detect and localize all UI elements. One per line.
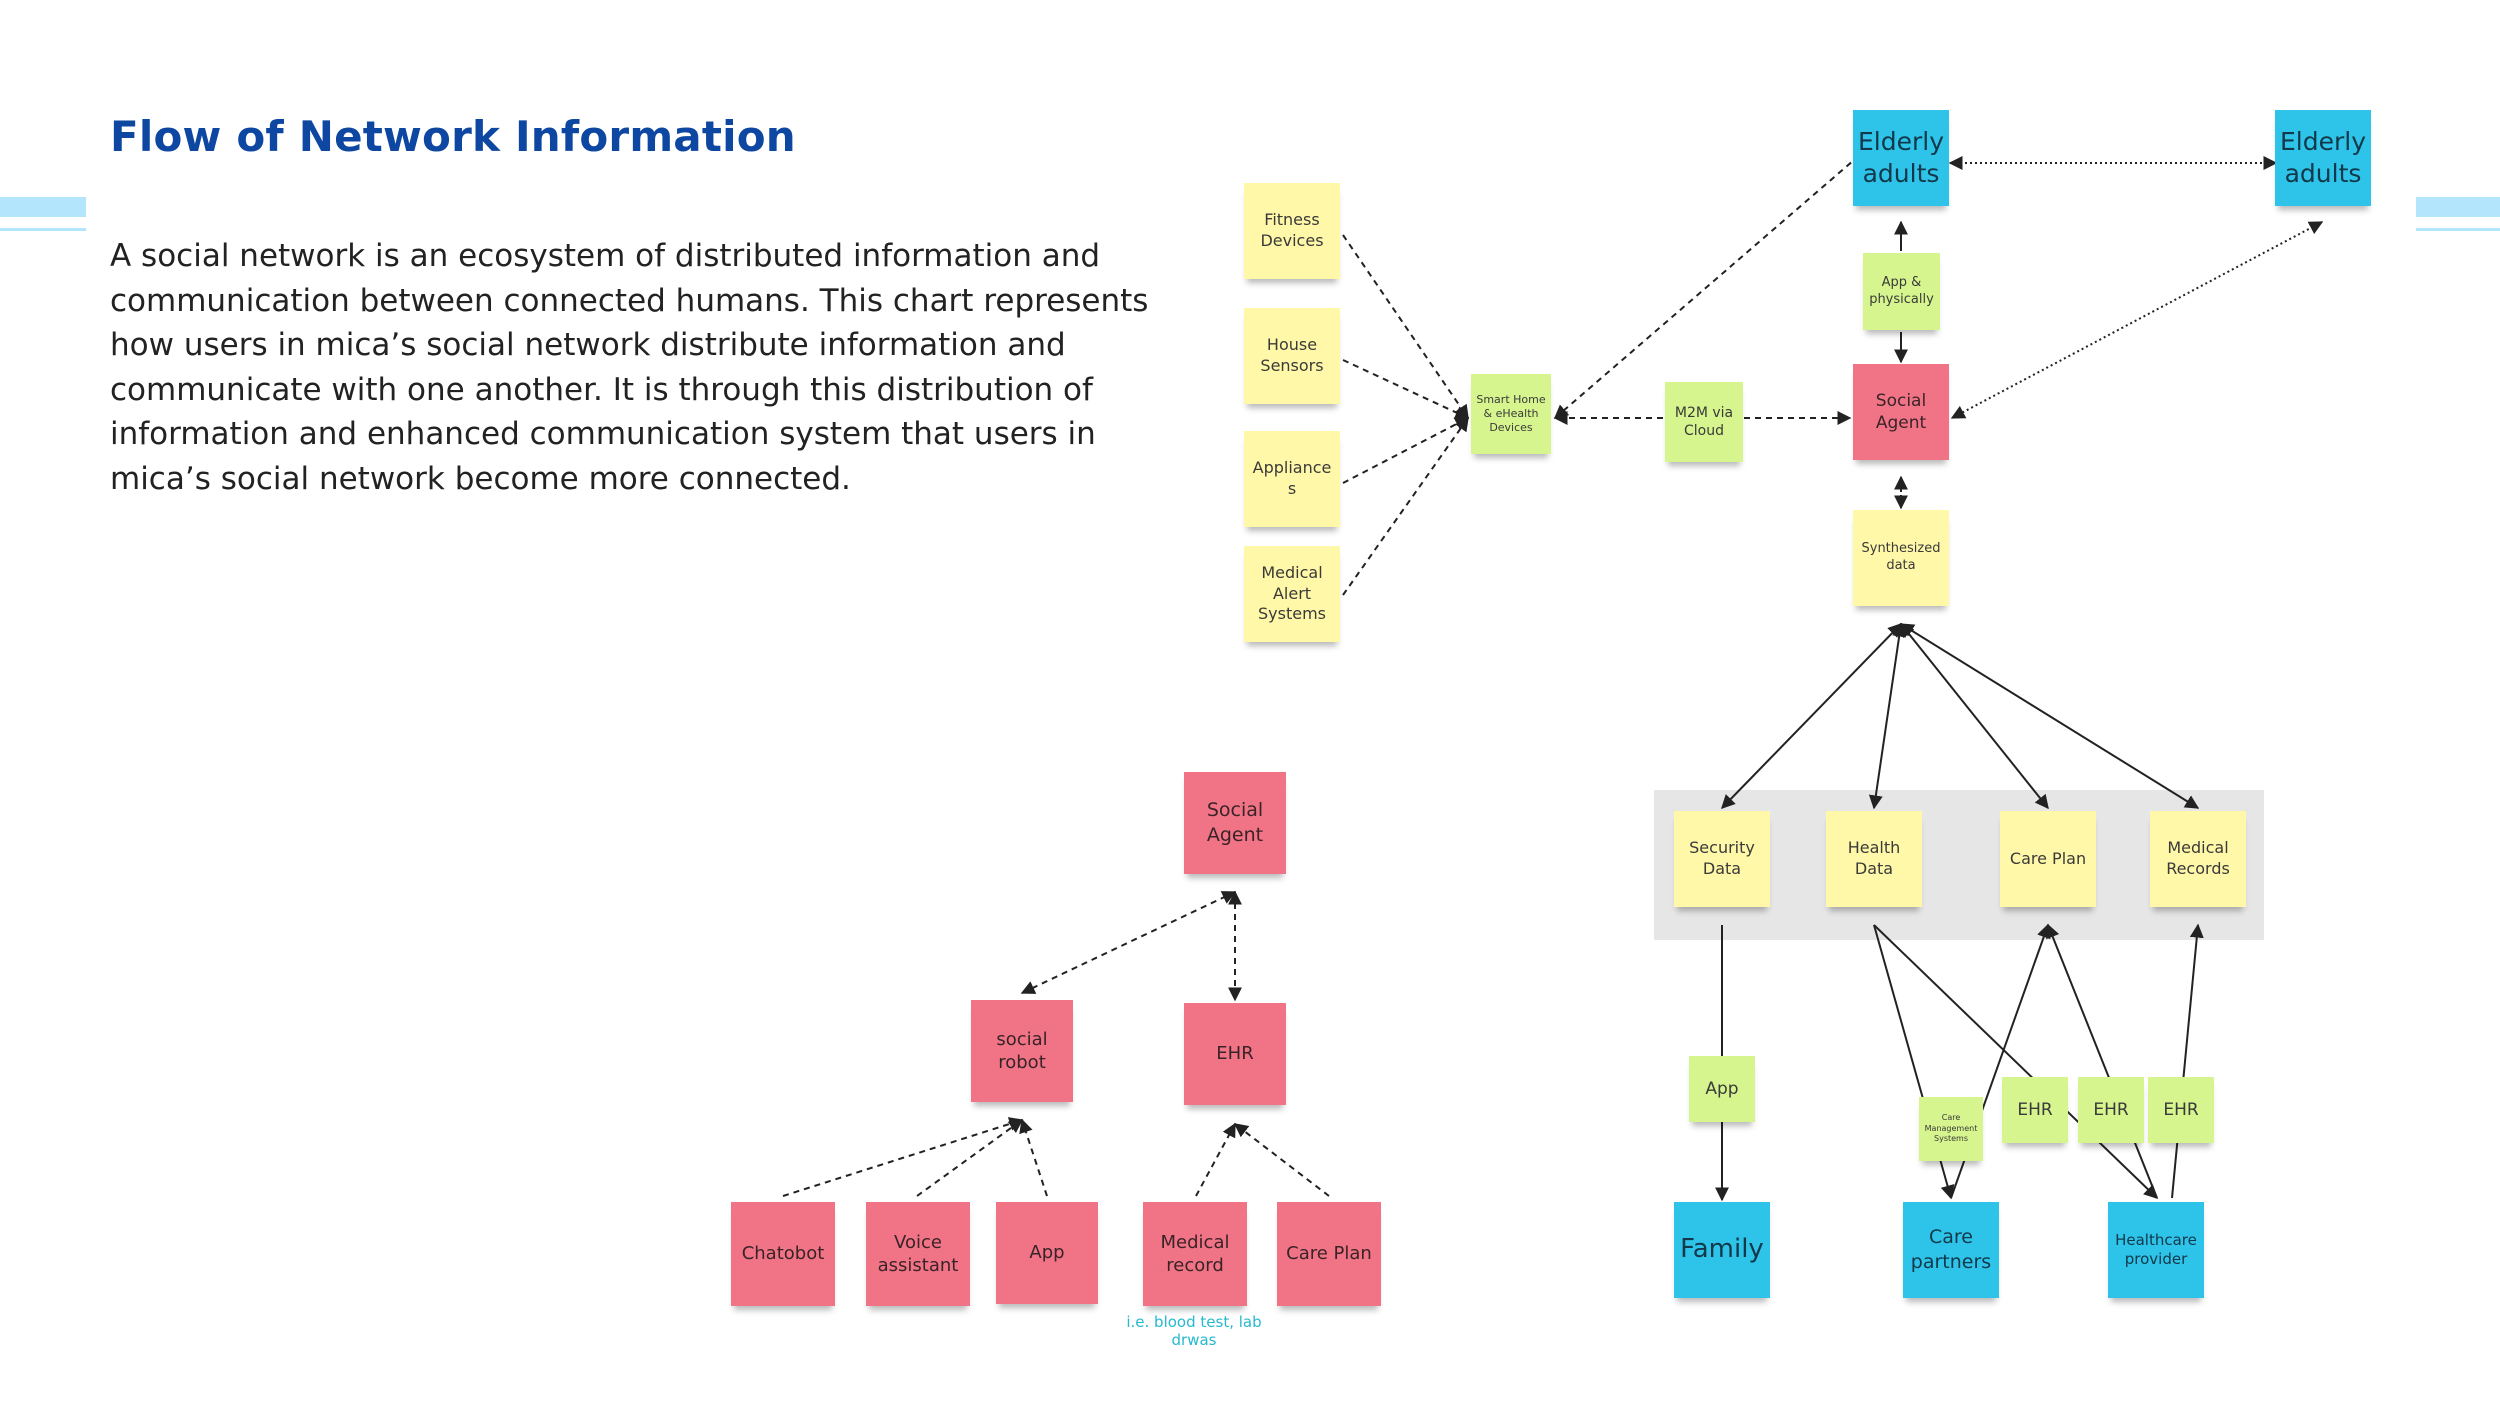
note-app-physically: App & physically	[1863, 253, 1940, 330]
link-healthcare-careplan	[2046, 923, 2158, 1199]
link-synth-careplan	[1900, 622, 2049, 810]
note-elderly-adults-1: Elderly adults	[1853, 110, 1949, 206]
left-accent-stripe	[0, 197, 86, 217]
link-voice-robot	[916, 1119, 1024, 1197]
right-accent-line	[2416, 228, 2500, 231]
note-social-robot: social robot	[971, 1000, 1073, 1102]
note-family: Family	[1674, 1202, 1770, 1298]
note-care-partners: Care partners	[1903, 1202, 1999, 1298]
link-smarthome-elderly	[1553, 159, 1855, 419]
note-medical-records: Medical Records	[2150, 811, 2246, 907]
link-synth-records	[1899, 623, 2200, 809]
link-chatbot-robot	[782, 1117, 1024, 1197]
link-synth-security	[1721, 622, 1902, 810]
note-app-family: App	[1689, 1056, 1755, 1122]
link-alert-smarthome	[1342, 416, 1469, 596]
slide-body-text: A social network is an ecosystem of dist…	[110, 238, 1149, 497]
link-app-robot	[1019, 1118, 1048, 1197]
note-ehr-3: EHR	[2148, 1077, 2214, 1143]
note-social-agent-top: Social Agent	[1853, 364, 1949, 460]
note-app-bottom: App	[996, 1202, 1098, 1304]
note-medical-alert-systems: Medical Alert Systems	[1244, 546, 1340, 642]
slide-title: Flow of Network Information	[110, 112, 796, 161]
note-chatbot: Chatobot	[731, 1202, 835, 1306]
link-healthcare-records	[2171, 923, 2204, 1199]
link-robot-agent	[1020, 891, 1237, 994]
note-care-plan-bottom: Care Plan	[1277, 1202, 1381, 1306]
right-accent-stripe	[2416, 197, 2500, 217]
note-house-sensors: House Sensors	[1244, 308, 1340, 404]
note-ehr-2: EHR	[2078, 1077, 2144, 1143]
note-security-data: Security Data	[1674, 811, 1770, 907]
note-healthcare-provider: Healthcare provider	[2108, 1202, 2204, 1298]
note-m2m-cloud: M2M via Cloud	[1665, 382, 1743, 462]
note-ehr-1: EHR	[2002, 1077, 2068, 1143]
note-appliances: Appliance s	[1244, 431, 1340, 527]
note-care-plan-group: Care Plan	[2000, 811, 2096, 907]
link-careplan-ehr	[1233, 1123, 1330, 1197]
note-ehr-bottom: EHR	[1184, 1003, 1286, 1105]
note-care-management-systems: Care Management Systems	[1919, 1097, 1983, 1161]
link-health-healthcare	[1873, 924, 2159, 1199]
note-health-data: Health Data	[1826, 811, 1922, 907]
note-social-agent-bottom: Social Agent	[1184, 772, 1286, 874]
note-medical-record: Medical record	[1143, 1202, 1247, 1306]
note-smart-home-devices: Smart Home & eHealth Devices	[1471, 374, 1551, 454]
note-fitness-devices: Fitness Devices	[1244, 183, 1340, 279]
note-synthesized-data: Synthesized data	[1853, 510, 1949, 606]
medical-record-caption: i.e. blood test, lab drwas	[1126, 1313, 1262, 1349]
link-fitness-smarthome	[1342, 234, 1469, 420]
link-appliances-smarthome	[1342, 417, 1470, 484]
link-elderly2-socialagent	[1950, 221, 2324, 419]
left-accent-line	[0, 228, 86, 231]
link-house-smarthome	[1342, 359, 1470, 420]
link-synth-health	[1868, 622, 1907, 810]
note-elderly-adults-2: Elderly adults	[2275, 110, 2371, 206]
link-medrecord-ehr	[1195, 1122, 1236, 1197]
note-voice-assistant: Voice assistant	[866, 1202, 970, 1306]
